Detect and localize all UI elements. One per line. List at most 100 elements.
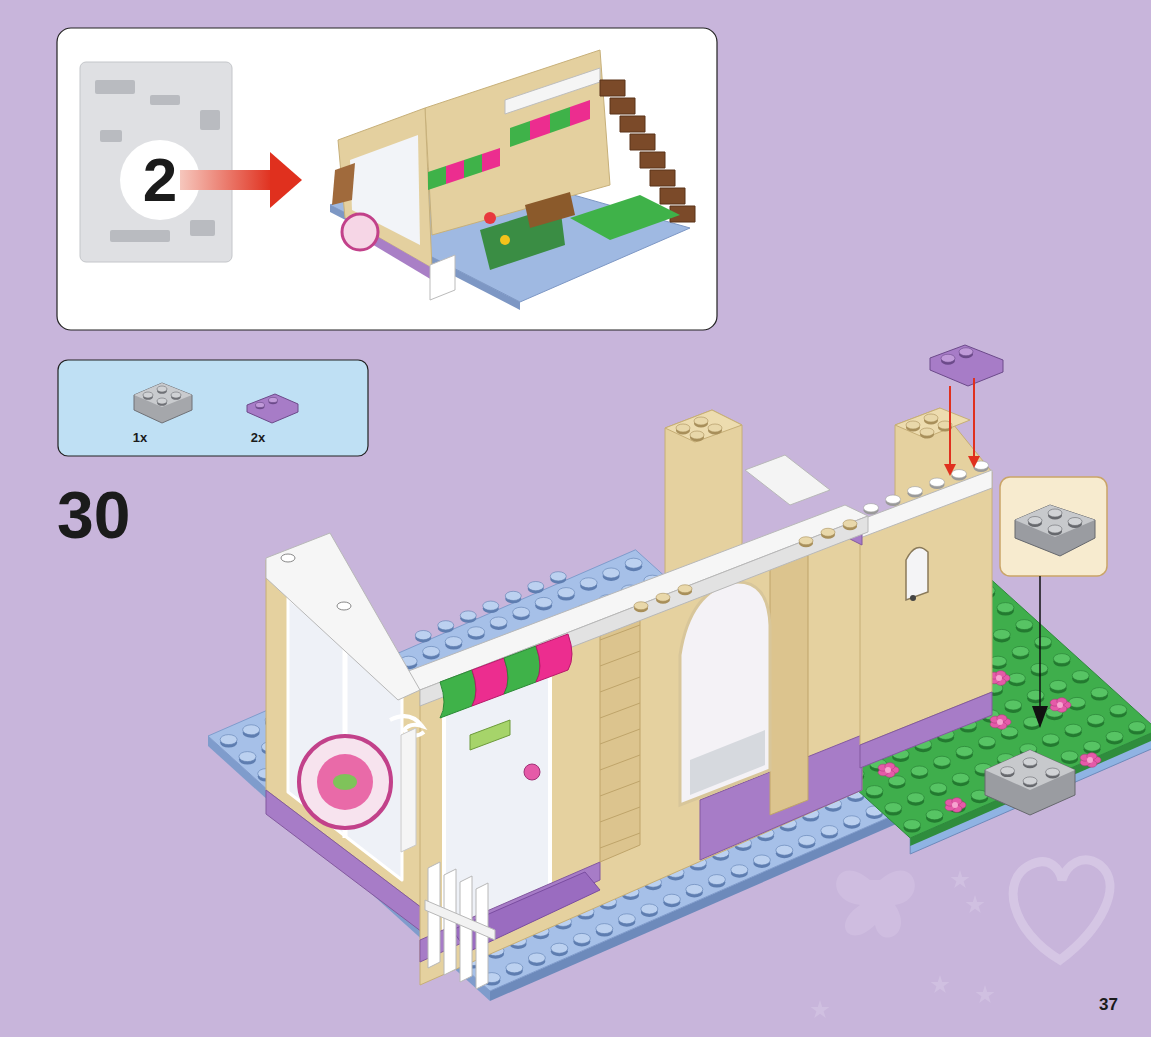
bag-panel xyxy=(57,28,717,330)
bag-brick xyxy=(100,130,122,142)
studs xyxy=(415,572,566,643)
stud-top xyxy=(906,421,920,429)
flower xyxy=(1050,698,1071,713)
arch-opening xyxy=(680,582,770,805)
stud-top xyxy=(1068,518,1082,526)
flower xyxy=(484,212,496,224)
brick-line xyxy=(600,781,640,796)
awning-stripe xyxy=(446,160,464,184)
stud-top xyxy=(641,904,658,914)
stud-top xyxy=(694,417,708,425)
stud-top xyxy=(625,558,642,568)
stud-top xyxy=(468,627,485,637)
stud-top xyxy=(171,392,181,398)
stud-top xyxy=(1129,722,1146,732)
brick-line xyxy=(600,755,640,770)
bag-number: 2 xyxy=(143,149,177,211)
brick-line xyxy=(600,807,640,822)
star-watermark xyxy=(931,975,950,993)
stud-top xyxy=(864,504,879,512)
stud-top xyxy=(676,424,690,432)
leader-arrowhead xyxy=(1032,706,1048,728)
fence-rail xyxy=(425,900,495,940)
studs xyxy=(1001,758,1060,787)
stud-top xyxy=(1048,525,1062,533)
awning-stripe xyxy=(472,658,508,706)
small-window xyxy=(906,548,928,601)
star-watermark xyxy=(951,870,970,888)
studs xyxy=(864,461,989,514)
stair-step xyxy=(630,134,655,150)
awning-stripe xyxy=(428,166,446,190)
stud-top xyxy=(157,398,167,404)
bench xyxy=(525,192,575,228)
stud-top xyxy=(269,397,278,402)
stud-top xyxy=(1027,690,1044,700)
stud-top xyxy=(821,528,835,536)
studs xyxy=(634,585,692,612)
bag-brick xyxy=(190,220,215,236)
stud-top xyxy=(281,554,295,562)
studs xyxy=(1028,509,1082,535)
pillar-top xyxy=(895,408,970,438)
stud-top xyxy=(1023,758,1037,766)
stud-top xyxy=(143,392,153,398)
bag-brick xyxy=(150,95,180,105)
stud-top xyxy=(678,585,692,593)
white-beam xyxy=(266,533,420,700)
parts-box xyxy=(58,360,368,456)
stud-top xyxy=(528,953,545,963)
stud-top xyxy=(505,591,521,600)
stud-top xyxy=(1110,705,1127,715)
round-sign xyxy=(299,736,391,828)
stud-top xyxy=(1061,751,1078,761)
stud-top xyxy=(1087,714,1104,724)
stud-top xyxy=(220,735,237,745)
star-watermark xyxy=(811,1000,830,1018)
stud-top xyxy=(1046,768,1060,776)
studs xyxy=(799,520,857,547)
flower xyxy=(878,763,899,778)
flower-centre xyxy=(1057,702,1063,708)
studs xyxy=(676,417,722,441)
pillar-top xyxy=(665,410,742,442)
awning-stripe xyxy=(570,100,590,126)
stud-top xyxy=(1084,741,1101,751)
stud-top xyxy=(997,603,1014,613)
stud-top xyxy=(930,478,945,486)
stud-top xyxy=(445,637,462,647)
stair-step xyxy=(600,80,625,96)
stud-top xyxy=(926,810,943,820)
panel-frame xyxy=(57,28,717,330)
stud-top xyxy=(708,424,722,432)
window-latch xyxy=(910,595,916,601)
door-knob-flower xyxy=(524,764,540,780)
stud-top xyxy=(924,414,938,422)
studs xyxy=(256,397,278,409)
stud-top xyxy=(513,607,530,617)
bag-brick xyxy=(95,80,135,94)
flower xyxy=(500,235,510,245)
part-count: 1x xyxy=(133,431,147,444)
crate xyxy=(332,163,355,205)
stud-top xyxy=(415,631,431,640)
stud-top xyxy=(978,737,995,747)
stud-top xyxy=(920,428,934,436)
studs xyxy=(906,414,952,438)
stair-step xyxy=(640,152,665,168)
stud-top xyxy=(753,855,770,865)
stud-top xyxy=(907,793,924,803)
parts-list: 1x2x xyxy=(58,360,368,456)
stud-top xyxy=(930,783,947,793)
placement-arrowhead xyxy=(944,464,956,476)
stud-top xyxy=(460,611,476,620)
bag-brick xyxy=(110,230,170,242)
stud-top xyxy=(821,826,838,836)
stud-top xyxy=(956,746,973,756)
stud-top xyxy=(256,402,265,407)
stud-top xyxy=(1005,700,1022,710)
door-step xyxy=(452,872,600,952)
awning-stripe xyxy=(440,670,476,718)
stud-top xyxy=(483,601,499,610)
stud-top xyxy=(551,943,568,953)
